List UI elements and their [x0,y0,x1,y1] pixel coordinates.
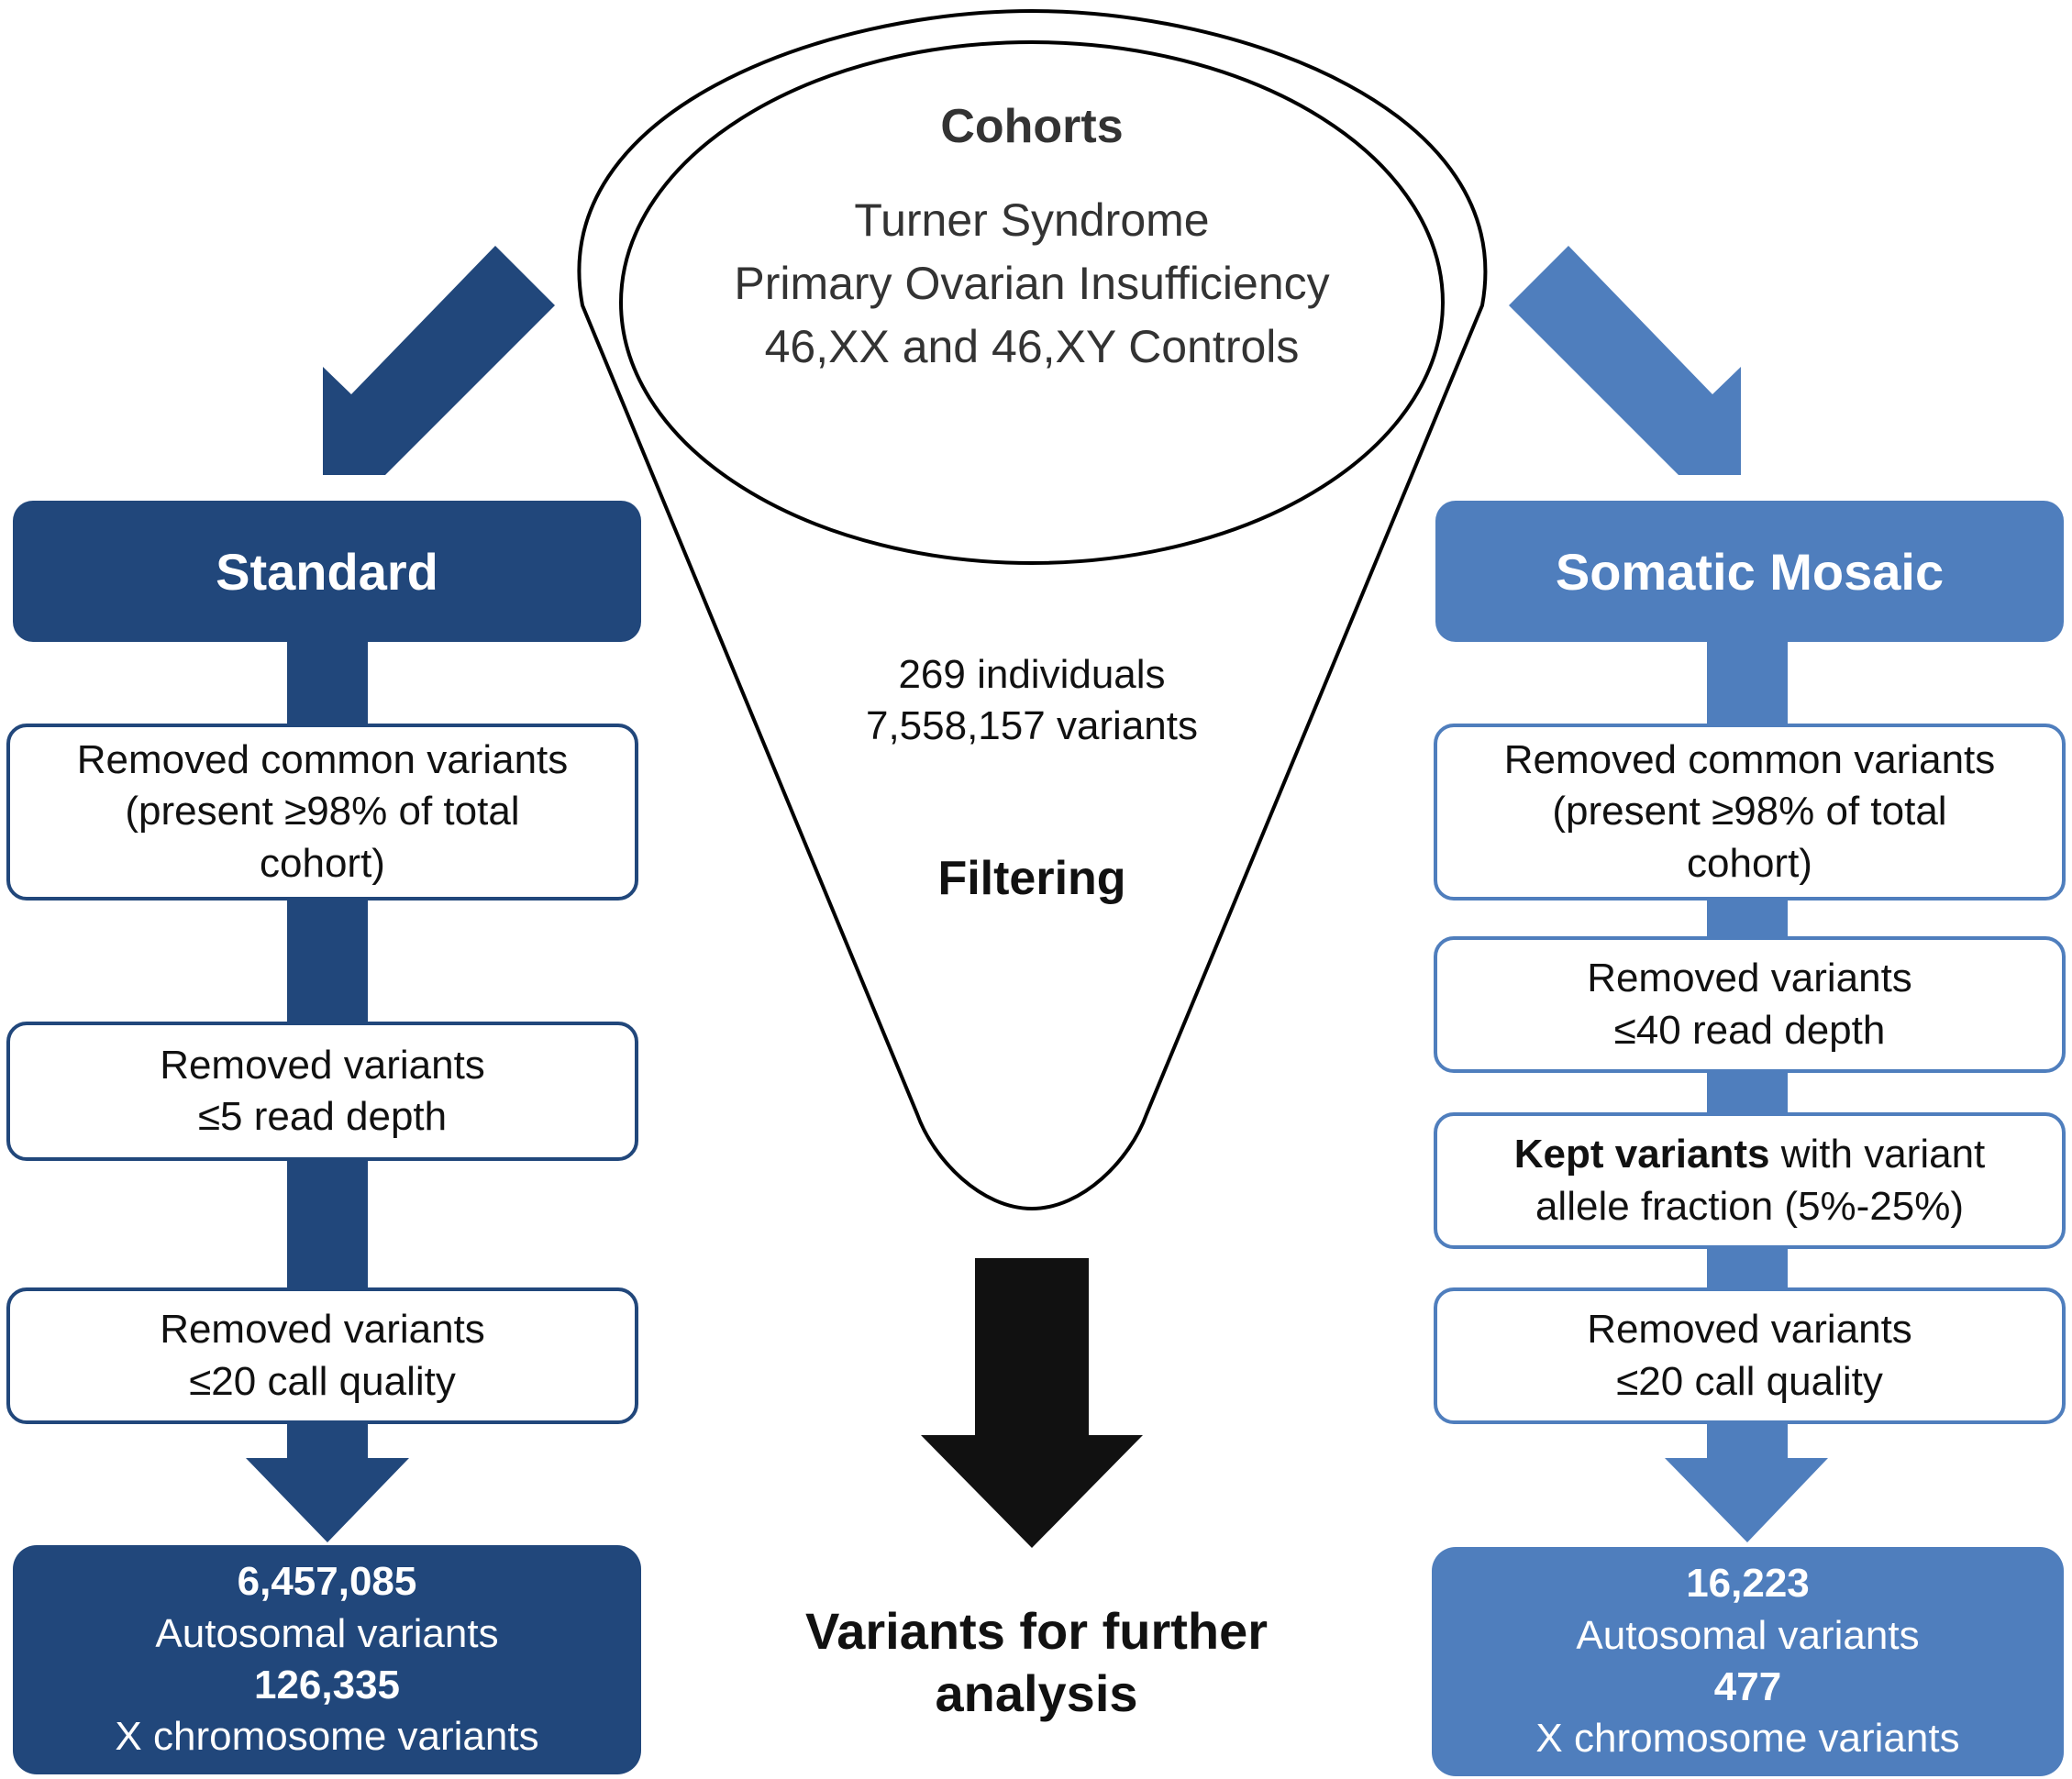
step-text-line: Removed variants [1587,1307,1912,1353]
filtering-label: Filtering [937,852,1126,905]
step-text-line: (present ≥98% of total [1552,789,1947,834]
step-text-line: ≤40 read depth [1613,1007,1886,1053]
step-text-line: cohort) [1687,840,1812,886]
step-text-line: Removed variants [160,1307,485,1353]
cohorts-title: Cohorts [940,100,1124,153]
step-text-line: Removed common variants [1503,737,1996,783]
kept-variants-rest: with variant [1769,1132,1986,1177]
output-label: Variants for further analysis [734,1600,1339,1726]
mosaic-step-call-quality: Removed variants ≤20 call quality [1434,1287,2066,1424]
output-label-line: analysis [935,1664,1138,1723]
step-text-line: Kept variants with variant [1514,1129,1986,1180]
mosaic-header: Somatic Mosaic [1435,501,2064,642]
standard-x-label: X chromosome variants [115,1714,539,1760]
step-text-line: Removed variants [1587,956,1912,1001]
standard-step-common-variants: Removed common variants (present ≥98% of… [6,724,638,901]
mosaic-autosomal-label: Autosomal variants [1576,1612,1920,1658]
standard-step-read-depth: Removed variants ≤5 read depth [6,1022,638,1161]
step-text-line: Removed variants [160,1042,485,1088]
cohort-item: Primary Ovarian Insufficiency [734,258,1330,309]
standard-x-count: 126,335 [253,1663,401,1707]
mosaic-step-common-variants: Removed common variants (present ≥98% of… [1434,724,2066,901]
mosaic-step-allele-fraction: Kept variants with variant allele fracti… [1434,1112,2066,1249]
standard-diagonal-arrow [323,246,555,475]
standard-autosomal-count: 6,457,085 [237,1559,417,1605]
step-text-line: ≤20 call quality [1616,1358,1883,1404]
kept-variants-emphasis: Kept variants [1513,1132,1770,1177]
step-text-line: ≤5 read depth [197,1094,448,1139]
mosaic-result: 16,223 Autosomal variants 477 X chromoso… [1432,1547,2064,1776]
step-text-line: (present ≥98% of total [125,789,520,834]
mosaic-down-arrow-head [1665,1458,1828,1542]
center-down-arrow [921,1258,1143,1548]
standard-autosomal-label: Autosomal variants [155,1610,499,1656]
step-text-line: ≤20 call quality [189,1358,456,1404]
individuals-count: 269 individuals [898,652,1166,697]
step-text-line: cohort) [260,840,385,886]
standard-header: Standard [13,501,641,642]
step-text-line: allele fraction (5%-25%) [1535,1183,1965,1229]
mosaic-diagonal-arrow [1509,246,1741,475]
cohort-item: 46,XX and 46,XY Controls [764,321,1300,372]
output-label-line: Variants for further [804,1602,1269,1660]
cohort-list: Turner Syndrome Primary Ovarian Insuffic… [642,189,1422,379]
mosaic-step-read-depth: Removed variants ≤40 read depth [1434,936,2066,1073]
mosaic-x-count: 477 [1713,1664,1782,1709]
cohort-item: Turner Syndrome [854,194,1210,246]
funnel-mouth-ellipse [619,40,1445,565]
cohort-size: 269 individuals 7,558,157 variants [757,649,1307,753]
step-text-line: Removed common variants [76,737,569,783]
standard-result: 6,457,085 Autosomal variants 126,335 X c… [13,1545,641,1774]
mosaic-autosomal-count: 16,223 [1686,1561,1810,1607]
standard-down-arrow-head [246,1458,409,1542]
standard-step-call-quality: Removed variants ≤20 call quality [6,1287,638,1424]
total-variants-count: 7,558,157 variants [865,703,1199,749]
mosaic-x-label: X chromosome variants [1535,1716,1960,1762]
